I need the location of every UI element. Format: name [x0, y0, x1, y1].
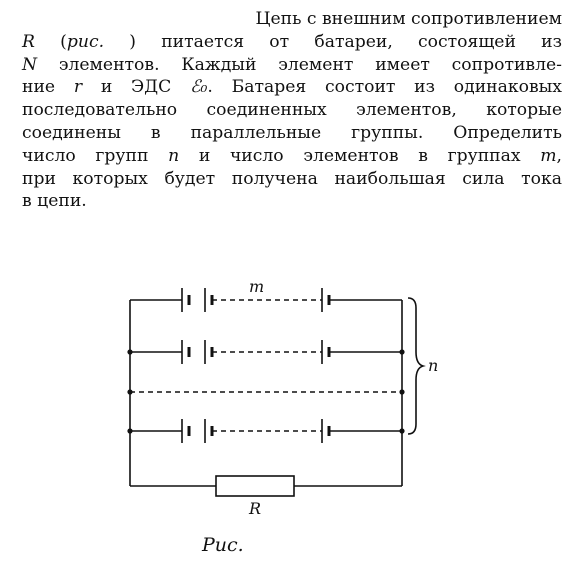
text-segment: число групп [22, 145, 169, 166]
text-segment: , [556, 145, 562, 166]
circuit-diagram: m n R [127, 277, 438, 518]
n-brace [407, 297, 426, 435]
math-symbol: рис. [66, 31, 105, 52]
text-line: в цепи. [22, 190, 562, 213]
text-line: при которых будет получена наибольшая си… [22, 168, 562, 191]
math-symbol: n [168, 145, 180, 166]
text-line: N элементов. Каждый элемент имеет сопрот… [22, 54, 562, 77]
label-r: R [248, 499, 261, 518]
junction-dots [127, 349, 405, 434]
text-segment: ) питается от батареи, состоящей из [104, 31, 562, 52]
figure-caption: Рис. [202, 534, 244, 556]
text-segment: и число элементов в группах [179, 145, 541, 166]
text-line: R (рис. ) питается от батареи, состоящей… [22, 31, 562, 54]
math-symbol: N [22, 54, 38, 75]
text-segment: и ЭДС [82, 77, 191, 98]
battery-row-n [130, 419, 402, 443]
resistor-r [215, 475, 295, 497]
text-line: Цепь с внешним сопротивлением [22, 8, 562, 31]
text-segment: при которых будет получена наибольшая си… [22, 168, 562, 189]
battery-row-2 [130, 340, 402, 364]
text-line: число групп n и число элементов в группа… [22, 145, 562, 168]
text-segment: соединены в параллельные группы. Определ… [22, 122, 562, 143]
text-segment: . Батарея состоит из одинаковых [207, 77, 562, 98]
math-symbol: ℰ₀ [190, 77, 208, 98]
text-segment: в цепи. [22, 191, 87, 212]
math-symbol: m [540, 145, 557, 166]
text-segment: Цепь с внешним сопротивлением [255, 9, 562, 29]
text-segment: ние [22, 77, 74, 98]
battery-row-1 [130, 288, 402, 312]
math-symbol: r [73, 77, 83, 98]
text-segment: последовательно соединенных элементов, к… [22, 100, 562, 121]
label-m: m [249, 277, 264, 296]
text-segment: ( [34, 31, 67, 52]
text-segment: элементов. Каждый элемент имеет сопротив… [37, 54, 562, 75]
text-line: ние r и ЭДС ℰ₀. Батарея состоит из одина… [22, 76, 562, 99]
text-line: последовательно соединенных элементов, к… [22, 99, 562, 122]
math-symbol: R [22, 31, 35, 52]
text-line: соединены в параллельные группы. Определ… [22, 122, 562, 145]
label-n: n [428, 356, 438, 375]
